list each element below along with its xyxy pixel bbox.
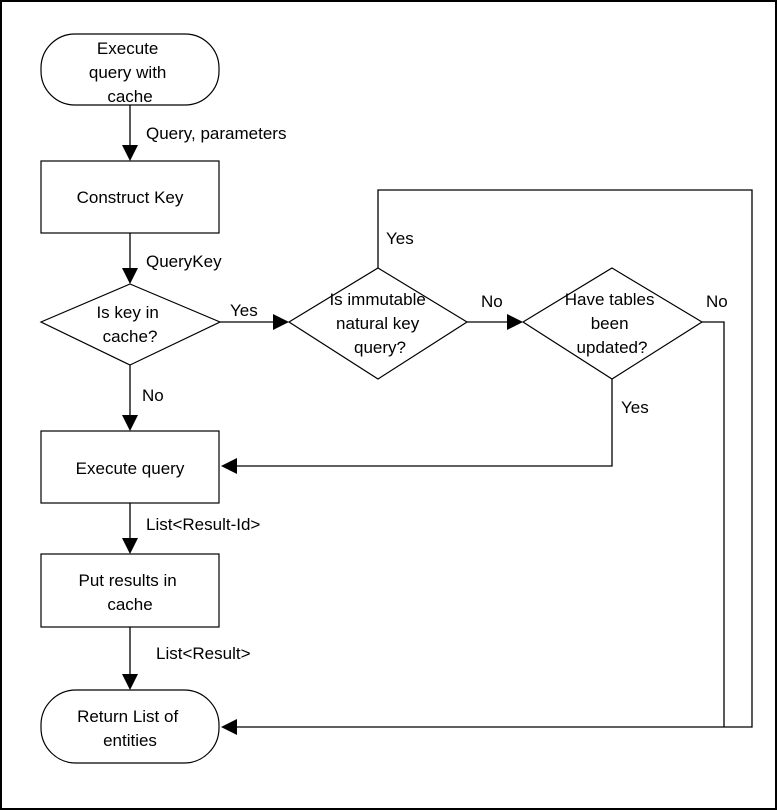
arrowhead [122, 415, 138, 431]
edge-tables-no-to-return [702, 321, 725, 727]
node-put-results-label: Put results in cache [79, 571, 182, 614]
node-put-results [40, 553, 220, 628]
arrowhead [122, 674, 138, 690]
arrowhead [122, 268, 138, 284]
node-key-in-cache-decision [39, 283, 222, 366]
node-execute-query [40, 430, 220, 504]
edge-label-querykey: QueryKey [146, 252, 222, 271]
node-tables-updated-decision [521, 267, 704, 380]
edge-label-key-yes: Yes [230, 301, 258, 320]
node-return-list [40, 689, 220, 764]
node-key-in-cache-label: Is key in cache? [96, 303, 163, 346]
edge-label-query-parameters: Query, parameters [146, 124, 286, 143]
arrowhead [122, 538, 138, 554]
node-return-list-label: Return List of entities [77, 707, 183, 750]
arrowhead [507, 314, 523, 330]
edge-label-results: List<Result> [156, 644, 251, 663]
edge-immutable-yes-to-return [232, 189, 753, 728]
edge-label-tables-no: No [706, 292, 728, 311]
edge-label-key-no: No [142, 386, 164, 405]
edge-label-immutable-yes: Yes [386, 229, 414, 248]
edge-label-immutable-no: No [481, 292, 503, 311]
node-tables-updated-label: Have tables been updated? [565, 290, 660, 357]
arrowhead [273, 314, 289, 330]
edge-label-result-ids: List<Result-Id> [146, 515, 260, 534]
node-execute-with-cache [40, 33, 220, 106]
node-immutable-query-label: Is immutable natural key query? [329, 290, 430, 357]
edge-label-tables-yes: Yes [621, 398, 649, 417]
node-construct-key [40, 160, 220, 234]
node-construct-key-label: Construct Key [77, 188, 184, 207]
node-execute-query-label: Execute query [76, 459, 185, 478]
edge-tables-yes-to-execute [232, 379, 613, 467]
node-immutable-query-decision [287, 267, 469, 380]
arrowhead [221, 719, 237, 735]
node-execute-with-cache-label: Execute query with cache [89, 39, 171, 106]
arrowhead [221, 458, 237, 474]
arrowhead [122, 145, 138, 161]
